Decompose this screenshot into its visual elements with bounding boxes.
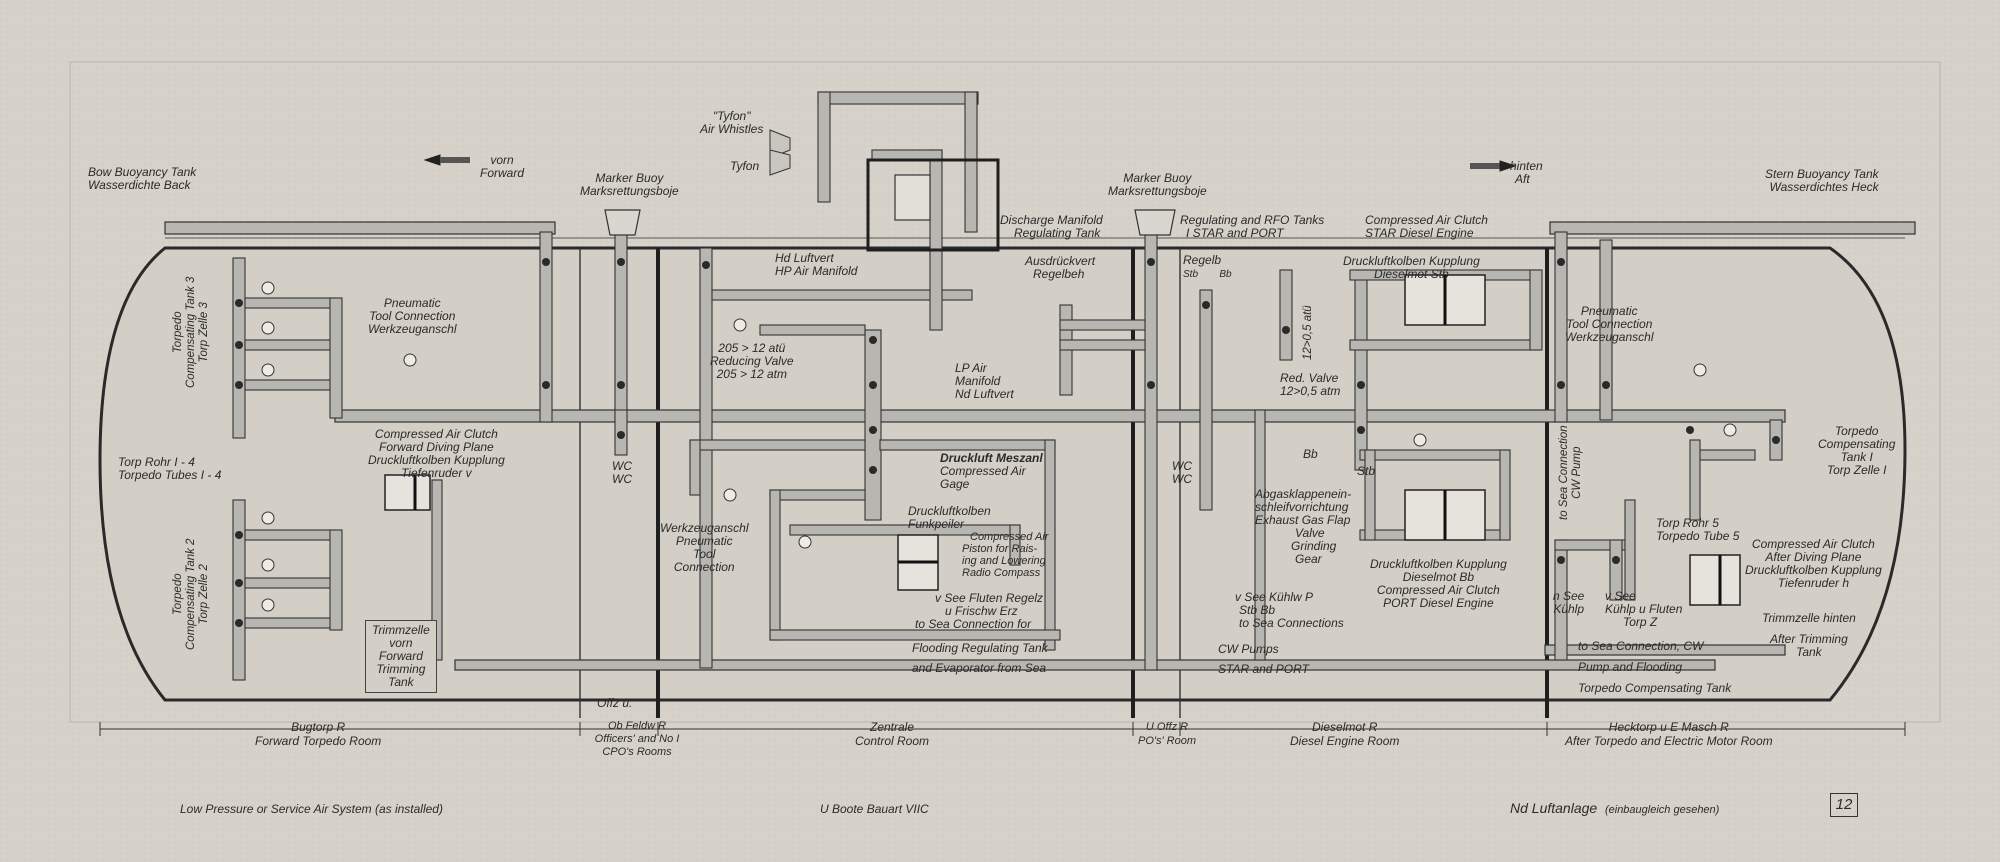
marker-buoys [604,209,1176,236]
tyfon-label: Tyfon [730,159,760,173]
gauges [261,281,1737,612]
diesel-room-pipes [1059,229,1543,671]
direction-arrows [423,154,1517,172]
footer-left-caption: Low Pressure or Service Air System (as i… [180,802,443,816]
deck-pipes [164,221,1916,239]
tyfon-compartment [866,158,1000,252]
tyfon-whistles-label: "Tyfon"Air Whistles [700,109,764,136]
thin-bulkheads [579,248,1181,718]
room-dimension-line [99,722,1906,736]
stb-label: Stb [1357,464,1376,478]
control-room-pipes [689,91,1061,669]
footer-right-caption: Nd Luftanlage (einbaugleich gesehen) [1510,800,1720,816]
offz-label: Offz u. [597,696,633,710]
main-air-pipe [334,409,1786,671]
page-number: 12 [1830,793,1858,817]
tyfon-unit [894,174,931,221]
piston-rods [413,275,1722,605]
footer-center-caption: U Boote Bauart VIIC [820,802,929,816]
red-valve-vertical-label: 12>0,5 atü [1302,305,1314,360]
bb-label: Bb [1303,447,1318,461]
tyfon-horns [769,129,791,176]
valve-symbols [235,258,1780,627]
aft-room-pipes [1554,231,1783,661]
